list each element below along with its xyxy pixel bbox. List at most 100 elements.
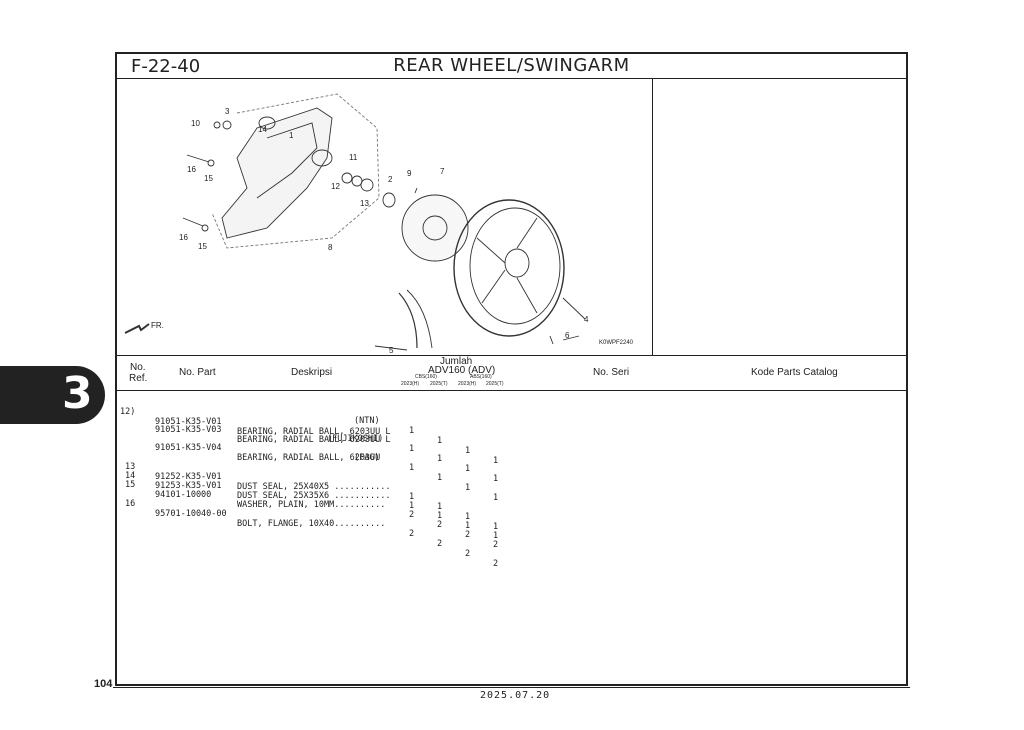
callout-3: 3 <box>225 107 230 116</box>
row-qty: 1 <box>437 454 443 464</box>
callout-10: 10 <box>191 119 200 128</box>
callout-12: 12 <box>331 182 340 191</box>
table-row: (FUJIKOSHI) 1 1 1 1 <box>117 424 498 494</box>
col-catalog: Kode Parts Catalog <box>751 367 838 378</box>
row-part: 91051-K35-V03 <box>155 425 222 435</box>
row-qty: 1 <box>465 521 471 531</box>
col-ref-line2: Ref. <box>129 373 148 384</box>
row-qty: 2 <box>437 520 443 530</box>
callout-16a: 16 <box>187 165 196 174</box>
row-desc: (NTN) <box>354 416 380 426</box>
row-qty: 1 <box>465 512 471 522</box>
row-qty: 1 <box>493 531 499 541</box>
table-header: No. Ref. No. Part Deskripsi Jumlah ADV16… <box>117 355 906 391</box>
row-qty: 1 <box>493 474 499 484</box>
table-row: 12) 91051-K35-V01 BEARING, RADIAL BALL, … <box>117 397 391 447</box>
row-part: 91252-K35-V01 <box>155 472 222 482</box>
row-qty: 1 <box>493 493 499 503</box>
print-date: 2025.07.20 <box>480 690 551 701</box>
row-ref: 14 <box>125 471 136 481</box>
footer-divider <box>113 687 910 688</box>
row-qty: 1 <box>409 492 415 502</box>
col-year-1: 2023(H) <box>401 381 420 387</box>
row-desc: (FAG) <box>354 453 380 463</box>
row-desc: DUST SEAL, 25X40X5 ........... <box>237 482 391 492</box>
col-part-no: No. Part <box>179 367 216 378</box>
callout-11: 11 <box>349 153 358 162</box>
callout-13: 13 <box>360 199 369 208</box>
table-row: 16 95701-10040-00 BOLT, FLANGE, 10X40...… <box>117 489 498 579</box>
callout-1: 1 <box>289 131 294 140</box>
callout-2: 2 <box>388 175 393 184</box>
row-desc: BEARING, RADIAL BALL, 6203UU <box>237 453 381 463</box>
callout-15a: 15 <box>204 174 213 183</box>
table-row: (FAG) 1 1 1 1 <box>117 443 498 513</box>
row-qty: 1 <box>465 464 471 474</box>
diagram-svg: 10 3 14 1 16 15 16 15 11 12 13 2 9 7 8 5… <box>124 93 589 355</box>
row-part: 94101-10000 <box>155 490 212 500</box>
row-qty: 1 <box>437 511 443 521</box>
table-row: 91051-K35-V03 BEARING, RADIAL BALL, 6203… <box>117 415 391 455</box>
table-row: 15 94101-10000 WASHER, PLAIN, 10MM......… <box>117 470 498 560</box>
page-title: REAR WHEEL/SWINGARM <box>393 55 630 76</box>
row-qty: 2 <box>409 529 415 539</box>
table-row: (NTN) 1 1 1 1 <box>117 406 498 476</box>
row-qty: 1 <box>409 501 415 511</box>
title-bar: F-22-40 REAR WHEEL/SWINGARM <box>117 54 906 79</box>
row-qty: 1 <box>465 446 471 456</box>
exploded-diagram: 10 3 14 1 16 15 16 15 11 12 13 2 9 7 8 5… <box>117 78 653 355</box>
col-cbs: CBS(160) <box>415 374 437 380</box>
callout-4: 4 <box>584 315 589 324</box>
row-desc: DUST SEAL, 25X35X6 ........... <box>237 491 391 501</box>
col-abs: ABS(160) <box>470 374 492 380</box>
callout-14: 14 <box>258 125 267 134</box>
row-desc: BOLT, FLANGE, 10X40.......... <box>237 519 386 529</box>
section-tab: 3 <box>0 366 105 424</box>
callout-9: 9 <box>407 169 412 178</box>
col-year-3: 2023(H) <box>458 381 477 387</box>
col-desc: Deskripsi <box>291 367 333 378</box>
callout-6: 6 <box>565 331 570 340</box>
table-row: 14 91253-K35-V01 DUST SEAL, 25X35X6 ....… <box>117 461 498 551</box>
callout-15b: 15 <box>198 242 207 251</box>
figure-code: F-22-40 <box>131 56 201 77</box>
col-ref-line1: No. <box>130 362 146 373</box>
table-row: 91051-K35-V04 BEARING, RADIAL BALL, 6203… <box>117 433 380 473</box>
row-qty: 1 <box>465 483 471 493</box>
row-qty: 1 <box>437 502 443 512</box>
row-ref: 12) <box>120 407 136 417</box>
row-ref: 13 <box>125 462 136 472</box>
row-qty: 1 <box>409 426 415 436</box>
parts-page-frame: F-22-40 REAR WHEEL/SWINGARM <box>115 52 908 686</box>
row-qty: 1 <box>437 436 443 446</box>
callout-8: 8 <box>328 243 333 252</box>
section-number: 3 <box>62 368 93 419</box>
row-qty: 1 <box>409 463 415 473</box>
row-ref: 16 <box>125 499 136 509</box>
page-number: 104 <box>94 678 113 690</box>
row-desc: (FUJIKOSHI) <box>327 434 384 444</box>
table-row: 13 91252-K35-V01 DUST SEAL, 25X40X5 ....… <box>117 452 498 542</box>
callout-5: 5 <box>389 346 394 355</box>
callout-16b: 16 <box>179 233 188 242</box>
row-qty: 2 <box>493 559 499 569</box>
row-qty: 2 <box>409 510 415 520</box>
row-qty: 1 <box>493 456 499 466</box>
row-qty: 2 <box>437 539 443 549</box>
row-ref: 15 <box>125 480 136 490</box>
illustration-ref-code: K0WPF2240 <box>599 340 634 346</box>
row-qty: 1 <box>437 473 443 483</box>
row-part: 91051-K35-V04 <box>155 443 222 453</box>
row-part: 91051-K35-V01 <box>155 417 222 427</box>
col-year-4: 2025(T) <box>486 381 504 387</box>
row-qty: 1 <box>409 444 415 454</box>
row-qty: 2 <box>465 530 471 540</box>
row-qty: 2 <box>493 540 499 550</box>
col-qty: Jumlah <box>440 356 473 367</box>
col-model: ADV160 (ADV) <box>428 365 496 376</box>
row-qty: 2 <box>465 549 471 559</box>
row-desc: BEARING, RADIAL BALL, 6203UU L <box>237 427 391 437</box>
row-qty: 1 <box>493 522 499 532</box>
row-desc: BEARING, RADIAL BALL, 6203UU L <box>237 435 391 445</box>
row-part: 91253-K35-V01 <box>155 481 222 491</box>
